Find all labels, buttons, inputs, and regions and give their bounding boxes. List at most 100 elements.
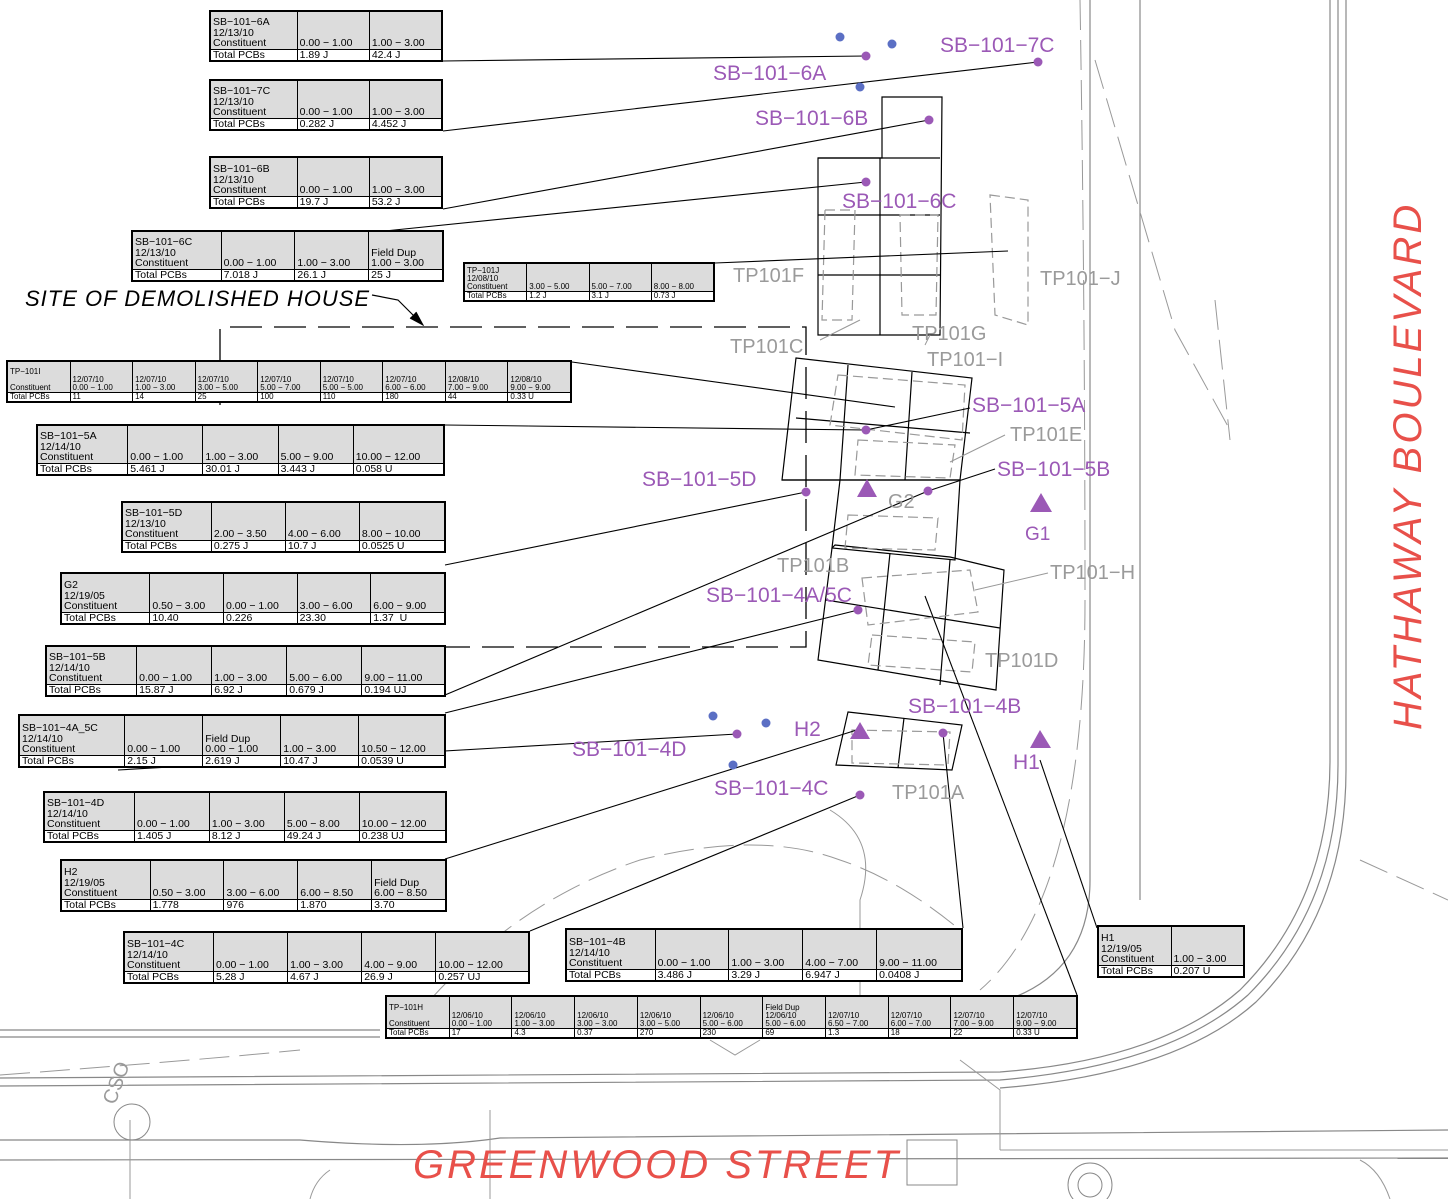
header-cell: 5.00 − 7.00 <box>588 263 652 292</box>
label-sb7c: SB−101−7C <box>940 34 1055 57</box>
sample-point-4c[interactable] <box>855 790 865 800</box>
value-cell: Total PCBs <box>386 1028 450 1038</box>
road-lines <box>0 0 1448 1161</box>
value-cell: 0.207 U <box>1170 964 1244 977</box>
value-cell: 1.405 J <box>133 829 210 842</box>
header-cell: 4.00 − 6.00 <box>284 502 360 541</box>
sample-point-4b[interactable] <box>938 728 948 738</box>
value-cell: 0.73 J <box>650 291 715 301</box>
value-cell: Total PCBs <box>18 754 126 767</box>
header-cell: TP−101H Constituent <box>386 996 450 1029</box>
header-cell: 12/07/10 7.00 − 9.00 <box>950 996 1015 1029</box>
header-cell: 12/06/10 1.00 − 3.00 <box>511 996 576 1029</box>
header-cell: Field Dup 1.00 − 3.00 <box>368 231 443 270</box>
value-cell: Total PCBs <box>61 898 151 911</box>
value-cell: 180 <box>382 392 446 402</box>
well-point[interactable] <box>708 711 718 721</box>
header-cell: 9.00 − 11.00 <box>361 646 445 685</box>
sample-point-4a5c[interactable] <box>853 605 863 615</box>
sample-point-6a[interactable] <box>861 51 871 61</box>
value-cell: 44 <box>444 392 509 402</box>
sample-point-5d[interactable] <box>801 487 811 497</box>
well-point[interactable] <box>835 32 845 42</box>
label-sb6a: SB−101−6A <box>713 62 827 85</box>
value-cell: 19.7 J <box>296 195 370 208</box>
test-pit-grids <box>781 96 1005 771</box>
header-cell: 12/07/10 5.00 − 5.00 <box>319 361 384 393</box>
value-cell: 0.058 U <box>352 462 445 475</box>
sample-point-5b[interactable] <box>923 486 933 496</box>
well-point[interactable] <box>855 82 865 92</box>
label-tp101i: TP101−I <box>927 349 1004 371</box>
triangle-h1[interactable] <box>1030 730 1051 748</box>
misc-lines <box>129 809 1448 1199</box>
triangle-h2[interactable] <box>850 722 870 739</box>
header-cell: 12/07/10 1.00 − 3.00 <box>132 361 196 393</box>
header-cell: 0.00 − 1.00 <box>133 792 210 831</box>
historic-points <box>850 479 1052 748</box>
header-cell: 2.00 − 3.50 <box>210 502 286 541</box>
label-tp101e: TP101E <box>1010 424 1083 446</box>
sample-point-6b[interactable] <box>924 115 934 125</box>
header-cell: SB−101−7C 12/13/10 Constituent <box>210 80 298 119</box>
value-cell: Total PCBs <box>36 462 129 475</box>
sample-point-4d[interactable] <box>732 729 742 739</box>
header-cell: 12/07/10 0.00 − 1.00 <box>69 361 134 393</box>
triangle-g2[interactable] <box>857 479 877 497</box>
value-cell: 0.679 J <box>286 683 363 696</box>
header-cell: 1.00 − 3.00 <box>368 157 443 197</box>
value-cell: 23.30 <box>296 611 372 624</box>
value-cell: 0.0525 U <box>358 539 446 552</box>
well-point[interactable] <box>761 718 771 728</box>
sample-point-5a[interactable] <box>861 425 871 435</box>
value-cell: 0.238 UJ <box>358 829 447 842</box>
value-cell: 270 <box>636 1028 701 1038</box>
header-cell: SB−101−6A 12/13/10 Constituent <box>210 11 298 50</box>
value-cell: 0.33 U <box>507 392 571 402</box>
label-sb5b: SB−101−5B <box>997 458 1111 481</box>
header-cell: 1.00 − 3.00 <box>202 425 279 464</box>
header-cell: 1.00 − 3.00 <box>368 80 443 119</box>
value-cell: Total PCBs <box>132 268 222 281</box>
value-cell: Total PCBs <box>210 48 298 61</box>
label-g1: G1 <box>1025 524 1051 545</box>
value-cell: 0.0408 J <box>876 968 962 981</box>
sample-point-7c[interactable] <box>1033 57 1043 67</box>
sample-point-6c[interactable] <box>861 177 871 187</box>
label-tp101h: TP101−H <box>1050 562 1136 584</box>
triangle-g1[interactable] <box>1030 493 1052 512</box>
well-point[interactable] <box>728 760 738 770</box>
well-point[interactable] <box>887 39 897 49</box>
manhole-right-outer <box>1067 1162 1113 1199</box>
header-cell: 0.00 − 1.00 <box>212 932 289 972</box>
header-cell: 6.00 − 8.50 <box>297 860 373 900</box>
header-cell: SB−101−6B 12/13/10 Constituent <box>210 157 298 197</box>
value-cell: 6.947 J <box>802 968 878 981</box>
header-cell: 5.00 − 6.00 <box>286 646 363 685</box>
header-cell: 12/07/10 3.00 − 5.00 <box>194 361 259 393</box>
value-cell: 25 <box>194 392 259 402</box>
